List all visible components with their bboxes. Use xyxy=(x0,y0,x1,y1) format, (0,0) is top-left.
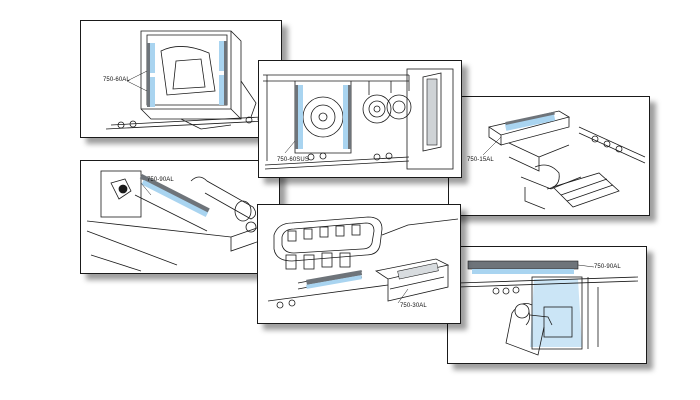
part-number-label: 750-60AL xyxy=(103,77,130,83)
illustration-panel-conveyor: 750-15AL xyxy=(448,96,650,216)
operator-workstation-ionizer-illustration xyxy=(457,260,639,356)
overhead-track-ionizer-illustration xyxy=(267,216,459,309)
illustration-panel-operator: 750-90AL xyxy=(447,246,647,364)
part-number-label: 750-30AL xyxy=(400,303,427,309)
part-number-label: 750-90AL xyxy=(594,264,621,270)
cabinet-ionizer-illustration xyxy=(105,30,267,130)
roller-web-ionizer-illustration xyxy=(86,170,278,272)
illustration-panel-track: 750-30AL xyxy=(257,204,461,324)
illustration-panel-wheels: 750-60SUS xyxy=(258,60,462,178)
wheel-inspection-ionizer-illustration xyxy=(263,68,454,170)
illustration-panel-cabinet: 750-60AL xyxy=(80,20,282,138)
part-number-label: 750-15AL xyxy=(467,157,494,163)
part-number-label: 750-90AL xyxy=(147,177,174,183)
illustration-panel-roller: 750-90AL xyxy=(80,160,280,274)
conveyor-ionizer-illustration xyxy=(482,110,646,210)
part-number-label: 750-60SUS xyxy=(277,157,309,163)
